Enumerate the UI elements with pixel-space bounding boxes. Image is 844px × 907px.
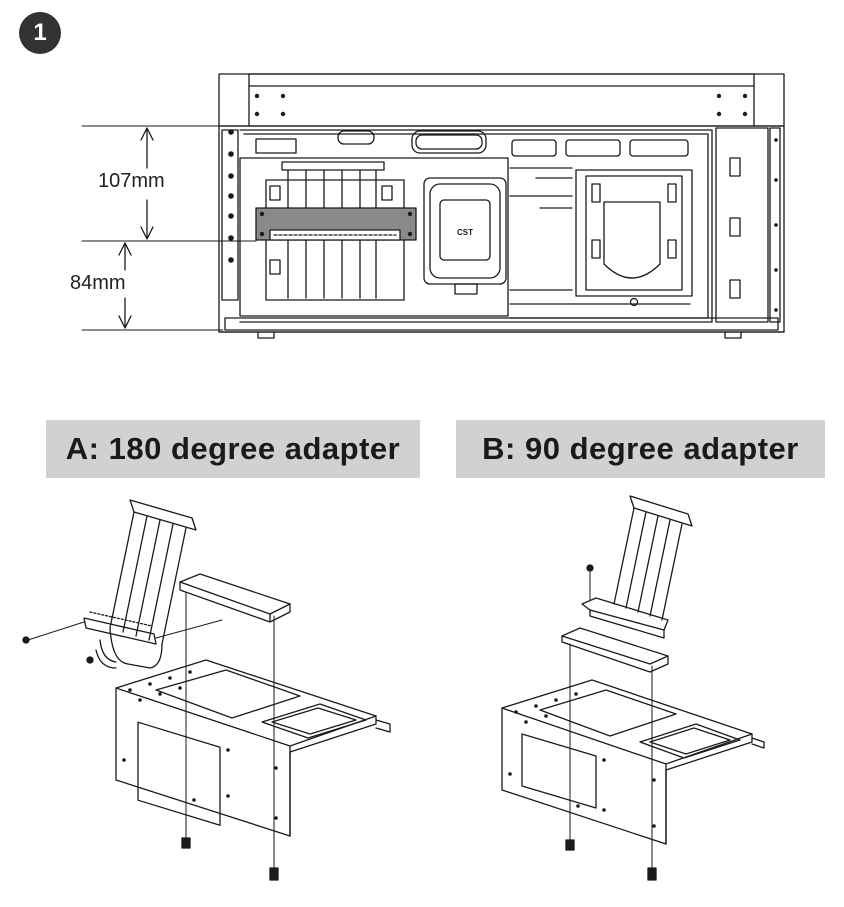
variant-b-illustration — [502, 496, 764, 880]
chip-label: CST — [457, 228, 473, 237]
variant-a-illustration — [23, 500, 390, 880]
case-side-view: CST — [219, 74, 784, 338]
